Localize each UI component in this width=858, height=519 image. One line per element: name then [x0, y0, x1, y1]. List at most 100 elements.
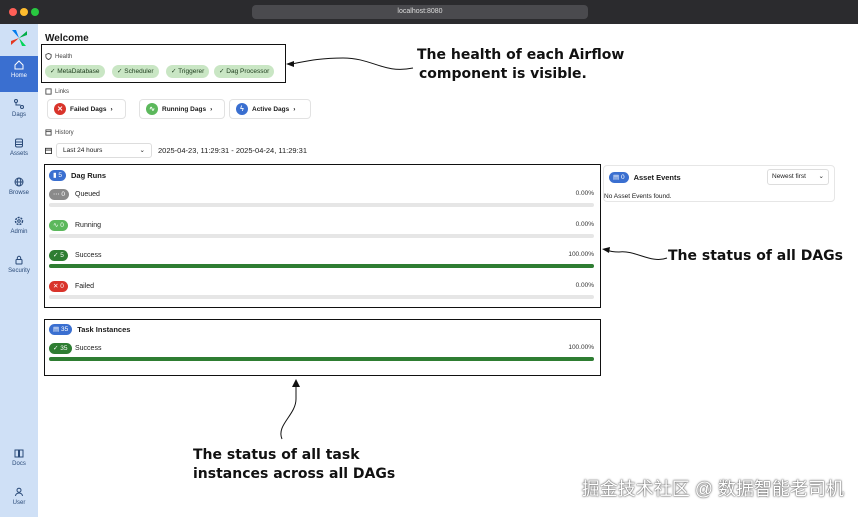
sidebar-item-label: Home	[10, 73, 27, 79]
sidebar-item-dags[interactable]: Dags	[0, 95, 38, 131]
sidebar-item-label: Admin	[10, 229, 28, 235]
maximize-window-button[interactable]	[31, 8, 39, 16]
user-icon	[15, 487, 23, 497]
chevron-right-icon: ›	[210, 105, 213, 113]
health-section-label: Health	[45, 53, 72, 60]
status-percent: 0.00%	[575, 220, 594, 228]
health-chip-dag-processor: ✓ Dag Processor	[214, 65, 275, 78]
database-icon	[15, 138, 23, 148]
chevron-down-icon: ⌄	[818, 173, 824, 180]
sidebar-item-admin[interactable]: Admin	[0, 212, 38, 248]
status-percent: 0.00%	[575, 190, 594, 197]
annotation-arrow-tasks	[280, 379, 300, 440]
links-section-label: Links	[45, 88, 69, 95]
status-count-badge: ✕ 0	[49, 280, 68, 292]
active-dags-button[interactable]: ϟ Active Dags ›	[229, 99, 311, 119]
main-content: Welcome Health ✓ MetaDatabase ✓ Schedule…	[38, 24, 858, 517]
page-title: Welcome	[45, 33, 89, 44]
health-chip-triggerer: ✓ Triggerer	[166, 65, 210, 78]
chevron-right-icon: ›	[110, 105, 113, 113]
running-dags-button[interactable]: ∿ Running Dags ›	[139, 99, 225, 119]
browser-titlebar: localhost:8080	[0, 0, 858, 24]
sidebar-item-docs[interactable]: Docs	[0, 444, 38, 480]
activity-icon: ∿	[146, 103, 158, 115]
status-count-badge: ∿ 0	[49, 219, 68, 231]
progress-track	[49, 264, 594, 268]
status-percent: 100.00%	[568, 251, 594, 258]
date-range-text: 2025-04-23, 11:29:31 - 2025-04-24, 11:29…	[158, 146, 308, 155]
dag-runs-title: Dag Runs	[71, 171, 107, 180]
status-count-badge: ✓ 35	[49, 343, 72, 354]
gear-icon	[14, 216, 24, 226]
sidebar: Home Dags Assets Browse Admin Security D…	[0, 24, 38, 517]
dags-icon	[14, 99, 24, 109]
progress-track	[49, 294, 594, 299]
task-instances-count-badge: ▤ 35	[49, 324, 73, 335]
sidebar-item-label: Assets	[9, 151, 28, 157]
sidebar-item-label: Security	[8, 268, 30, 274]
annotation-arrow-dags	[602, 247, 668, 260]
sidebar-item-home[interactable]: Home	[0, 56, 38, 92]
sidebar-item-label: Docs	[12, 461, 26, 467]
airflow-logo-icon[interactable]	[9, 28, 29, 48]
sidebar-item-browse[interactable]: Browse	[0, 173, 38, 209]
status-label: Running	[75, 221, 102, 229]
status-label: Queued	[75, 191, 100, 198]
progress-fill	[49, 357, 594, 361]
sort-select[interactable]: Newest first ⌄	[767, 169, 829, 185]
sidebar-item-label: User	[12, 500, 26, 506]
progress-fill	[49, 264, 594, 268]
health-chip-metadatabase: ✓ MetaDatabase	[45, 65, 105, 78]
sidebar-item-security[interactable]: Security	[0, 251, 38, 287]
dag-runs-card: ▮ 5 Dag Runs ⋯ 0 Queued 0.00% ∿ 0 Running 0.0…	[44, 164, 601, 308]
status-percent: 100.00%	[568, 344, 594, 351]
close-window-button[interactable]	[9, 8, 17, 16]
progress-track	[49, 203, 594, 207]
status-row[interactable]: ⋯ 0 Queued 0.00%	[45, 189, 600, 211]
health-chip-scheduler: ✓ Scheduler	[112, 65, 159, 78]
task-instances-title: Task Instances	[77, 325, 131, 334]
status-label: Success	[75, 252, 102, 259]
progress-track	[49, 233, 594, 238]
time-range-select[interactable]: Last 24 hours ⌄	[56, 143, 152, 158]
dag-runs-count-badge: ▮ 5	[49, 170, 67, 181]
chevron-right-icon: ›	[293, 105, 296, 113]
sidebar-item-label: Dags	[11, 112, 26, 118]
status-count-badge: ⋯ 0	[49, 189, 69, 200]
lock-icon	[15, 255, 23, 265]
home-icon	[14, 60, 24, 70]
health-highlight-box	[41, 44, 286, 83]
link-icon	[45, 88, 52, 95]
chevron-down-icon: ⌄	[139, 147, 145, 154]
failed-dags-button[interactable]: ✕ Failed Dags ›	[47, 99, 126, 119]
history-section-label: History	[45, 129, 74, 136]
history-icon	[45, 129, 52, 136]
status-label: Success	[75, 345, 102, 352]
sidebar-item-user[interactable]: User	[0, 483, 38, 519]
calendar-icon	[45, 147, 52, 154]
annotation-arrow-health	[286, 57, 414, 70]
url-bar[interactable]: localhost:8080	[252, 5, 588, 19]
sidebar-item-label: Browse	[8, 190, 29, 196]
asset-events-empty-text: No Asset Events found.	[604, 193, 672, 200]
annotation-dags: The status of all DAGs	[668, 248, 844, 264]
minimize-window-button[interactable]	[20, 8, 28, 16]
asset-events-count-badge: ▤ 0	[609, 172, 629, 183]
shield-icon	[45, 53, 52, 60]
status-percent: 0.00%	[575, 281, 594, 289]
globe-icon	[14, 177, 24, 187]
watermark: 掘金技术社区 @ 数据智能老司机	[581, 479, 844, 499]
lightning-icon: ϟ	[236, 103, 248, 115]
annotation-tasks: The status of all task instances across …	[193, 447, 396, 482]
status-row[interactable]: ∿ 0 Running 0.00%	[45, 219, 600, 242]
progress-track	[49, 357, 594, 361]
sidebar-item-assets[interactable]: Assets	[0, 134, 38, 170]
book-icon	[14, 449, 24, 458]
asset-events-title: Asset Events	[633, 173, 681, 182]
asset-events-card: ▤ 0 Asset Events Newest first ⌄ No Asset…	[603, 165, 835, 202]
x-circle-icon: ✕	[54, 103, 66, 115]
